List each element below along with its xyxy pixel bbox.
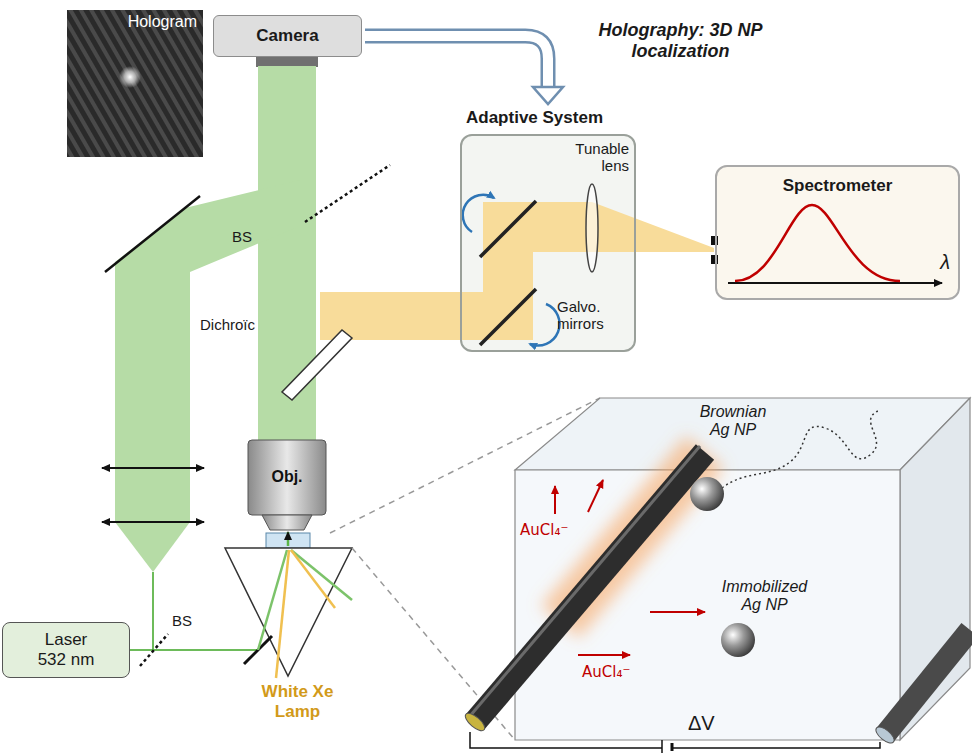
rotation-arrow — [463, 195, 560, 346]
rotation-arrow — [463, 195, 494, 232]
panel-fill — [715, 165, 958, 300]
electrode — [873, 630, 970, 746]
node-title: Camera — [256, 26, 318, 46]
electrode — [463, 446, 705, 734]
ion-arrow — [578, 654, 630, 656]
circuit-wire — [671, 743, 674, 751]
node-title: Obj. — [271, 468, 302, 486]
node-text: λ — [940, 251, 950, 274]
rotation-arrow — [530, 304, 560, 346]
objective-lens — [248, 440, 326, 515]
objective-box: Obj. — [248, 440, 326, 515]
beam-splitter — [305, 165, 390, 222]
node-title: Laser 532 nm — [36, 630, 96, 669]
arrow-body — [365, 36, 548, 88]
spectrum-chart — [735, 205, 900, 281]
node-title: Spectrometer — [717, 176, 958, 196]
annotation-label: AuCl₄⁻ — [582, 664, 630, 681]
hologram-image — [67, 10, 203, 157]
light-ray — [291, 550, 335, 608]
annotation-label: BS — [232, 228, 252, 245]
ion-arrow — [588, 480, 603, 512]
circuit-wire — [470, 732, 880, 753]
annotation-label: Holography: 3D NP localization — [588, 20, 773, 61]
annotation-label: AuCl₄⁻ — [520, 522, 568, 539]
spectrum-chart — [728, 282, 942, 284]
light-ray — [287, 532, 290, 546]
hologram-image — [67, 10, 203, 157]
annotation-label: Dichroïc — [200, 316, 255, 333]
hollow-arrow — [365, 36, 563, 104]
annotation-label: BS — [172, 612, 192, 629]
electrode — [873, 724, 896, 746]
ion-arrow — [650, 611, 705, 613]
objective-lens — [262, 515, 312, 530]
laser-line — [152, 572, 154, 650]
electrode — [885, 630, 970, 735]
hologram-image — [119, 66, 141, 88]
light-ray — [258, 550, 287, 650]
arrow-outline — [365, 36, 548, 88]
sample-cube — [515, 398, 970, 470]
nanoparticle — [721, 623, 755, 657]
electrode — [470, 446, 700, 716]
electrode — [463, 710, 488, 733]
tunable-lens — [586, 184, 598, 272]
camera-lens — [256, 57, 318, 67]
hologram-image-box: Hologram — [67, 10, 203, 157]
laser-line — [130, 572, 258, 650]
galvo-mirror — [480, 201, 536, 257]
ion-arrow — [554, 486, 556, 514]
camera-box: Camera — [213, 15, 362, 57]
spectrum-chart — [711, 205, 942, 283]
annotation-label: White Xe Lamp — [250, 682, 345, 721]
nanoparticle — [690, 477, 724, 511]
circuit-wire — [672, 742, 880, 748]
laser-line — [130, 649, 258, 651]
light-ray — [291, 550, 352, 600]
yellow-beam — [320, 292, 510, 340]
node-title: Hologram — [128, 13, 197, 31]
yellow-beam — [483, 202, 592, 252]
node-text: Galvo. mirrors — [557, 298, 629, 333]
mirror — [105, 196, 200, 272]
arrow-head — [533, 87, 563, 104]
yellow-beam — [320, 202, 714, 340]
galvo-mirror — [480, 289, 536, 345]
sample-cube — [515, 398, 970, 740]
node-title: Adaptive System — [466, 108, 603, 128]
node-text: Tunable lens — [553, 140, 629, 175]
galvo-mirror — [480, 201, 536, 345]
light-ray — [258, 532, 352, 678]
light-ray — [276, 550, 289, 678]
lens-symbol — [102, 521, 204, 523]
annotation-label: Immobilized Ag NP — [712, 578, 817, 615]
yellow-beam — [592, 202, 714, 252]
electrode — [475, 452, 705, 722]
lens-symbol — [102, 468, 204, 522]
circuit-wire — [470, 732, 662, 748]
ion-arrow — [555, 480, 705, 655]
lens-symbol — [102, 467, 204, 469]
circuit-wire — [661, 740, 663, 753]
beam-splitter — [140, 634, 168, 666]
dichroic-plate — [282, 330, 352, 400]
objective-lens — [248, 440, 326, 530]
laser-box: Laser 532 nm — [2, 622, 130, 678]
spectrometer-box: Spectrometer λ — [715, 165, 960, 300]
sample-cell — [266, 533, 310, 548]
adaptive-system-box: Adaptive SystemTunable lensGalvo. mirror… — [460, 106, 636, 352]
annotation-label: ΔV — [688, 712, 715, 735]
annotation-label: Brownian Ag NP — [688, 403, 778, 440]
green-beam — [115, 522, 190, 572]
